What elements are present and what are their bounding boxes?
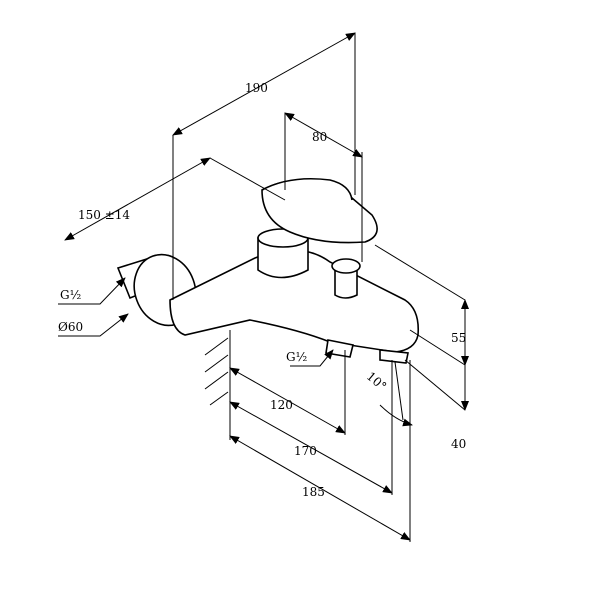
rosette-diameter-label: Ø60 [58,320,83,334]
wall-hatching [204,337,229,406]
faucet-illustration [116,177,420,364]
dim-190-label: 190 [245,81,268,95]
dimension-lines [58,32,469,541]
dim-150-label: 150 ±14 [78,208,130,222]
angle-10-label: 10° [364,369,389,393]
dim-120-label: 120 [270,398,293,412]
dim-55-label: 55 [451,331,466,345]
dim-170-label: 170 [294,444,317,458]
dim-40-label: 40 [451,437,466,451]
dim-185-label: 185 [302,485,325,499]
outlet-thread-label: G½ [286,350,307,364]
dim-80-label: 80 [312,130,327,144]
inlet-thread-label: G½ [60,288,81,302]
